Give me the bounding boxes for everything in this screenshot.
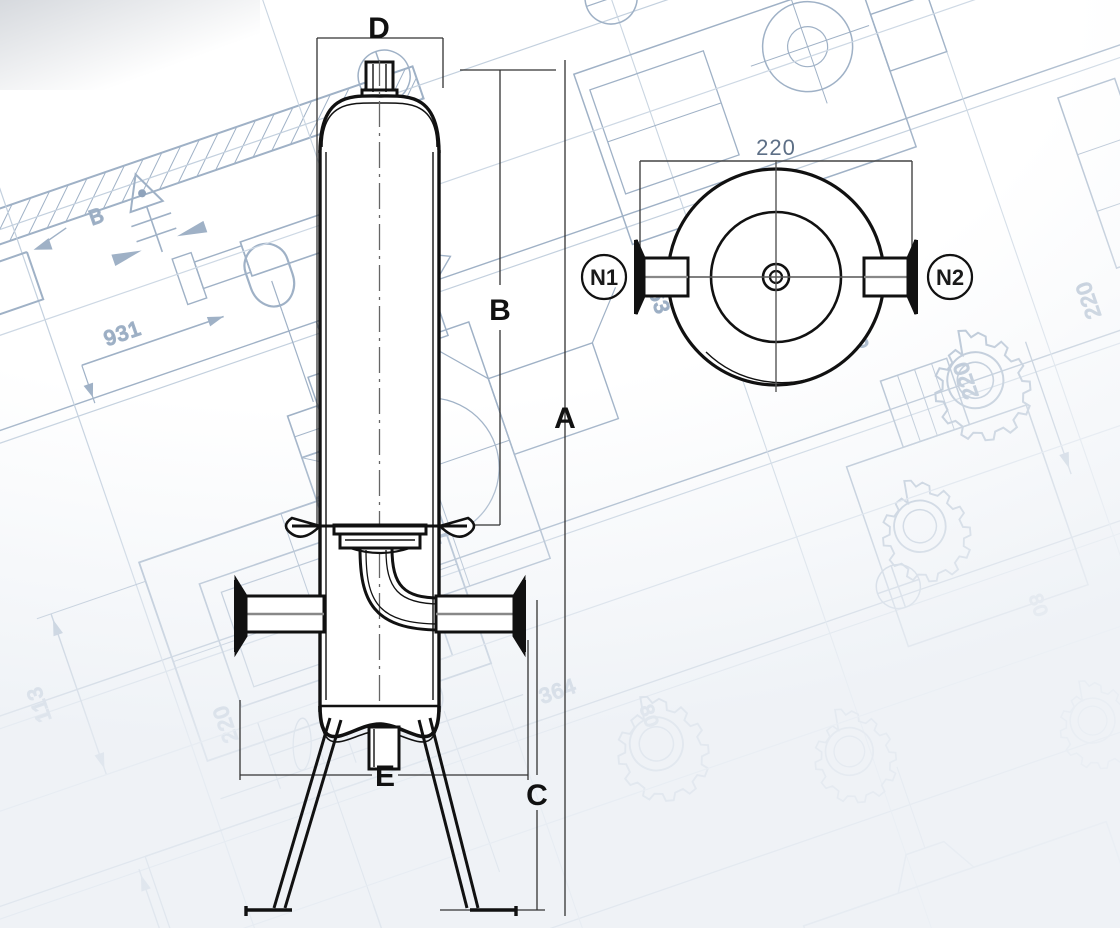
nozzle-left	[234, 574, 326, 658]
internal-elbow-pipe	[358, 547, 441, 632]
leg-feet	[244, 906, 518, 916]
label-n2: N2	[936, 265, 964, 290]
support-legs	[272, 717, 480, 909]
plan-nozzle-n2	[862, 239, 918, 315]
front-elevation-view	[234, 37, 566, 916]
label-C: C	[526, 779, 548, 812]
label-A: A	[554, 402, 576, 435]
top-plan-view	[580, 160, 974, 392]
label-D: D	[368, 12, 390, 45]
plan-nozzle-n1	[634, 239, 690, 315]
label-E: E	[375, 760, 395, 793]
internal-partition-plate	[332, 523, 428, 550]
dimension-E	[239, 640, 529, 780]
label-top-width-220: 220	[756, 135, 796, 160]
nozzle-right	[434, 574, 526, 658]
label-B: B	[489, 294, 511, 327]
tag-bubble-n1	[580, 253, 628, 301]
vessel-bottom-head	[318, 705, 441, 739]
label-n1: N1	[590, 265, 618, 290]
tag-bubble-n2	[926, 253, 974, 301]
dimension-D	[316, 37, 444, 530]
